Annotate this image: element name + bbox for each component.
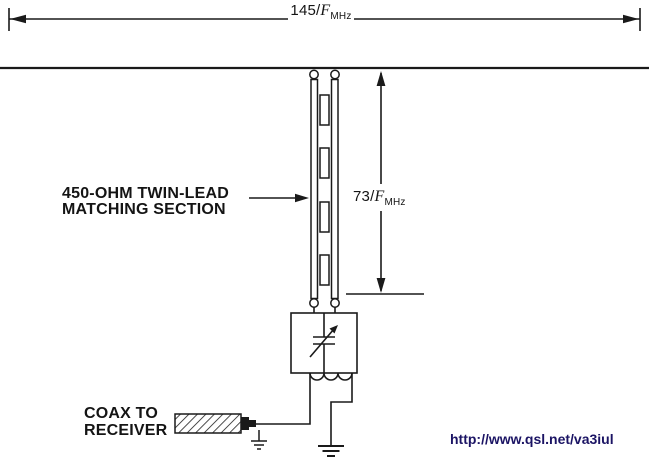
matching-length-label: 73/FMHz — [353, 188, 406, 208]
tank-circuit — [290, 307, 358, 374]
coax-connector — [241, 417, 249, 430]
matching-section-label-line1: 450-OHM TWIN-LEAD — [62, 185, 229, 202]
frequency-unit-subscript: MHz — [384, 197, 406, 208]
frequency-variable: F — [320, 2, 331, 19]
coax-label-line2: RECEIVER — [84, 422, 168, 439]
ground-symbol-main — [318, 445, 344, 457]
ladder-window — [319, 254, 330, 286]
variable-capacitor — [309, 313, 338, 373]
coax-connector-tip — [249, 420, 256, 427]
stub-dimension — [346, 71, 424, 295]
ladder-window — [319, 94, 330, 126]
coax-body — [174, 413, 242, 434]
capacitor-arrowhead-icon — [329, 325, 338, 334]
frequency-variable: F — [374, 188, 385, 205]
overall-length-value: 145/ — [290, 2, 321, 19]
output-wiring — [256, 373, 353, 445]
coax-label-line1: COAX TO — [84, 405, 159, 422]
coax-label: COAX TO RECEIVER — [84, 405, 167, 439]
overall-length-label: 145/FMHz — [288, 2, 354, 22]
ladder-window — [319, 147, 330, 179]
up-arrowhead-icon — [376, 71, 386, 86]
top-dimension — [8, 8, 641, 31]
left-arrowhead-icon — [10, 14, 26, 24]
matching-length-value: 73/ — [353, 188, 375, 205]
ladder-window — [319, 201, 330, 233]
pointer-arrowhead-icon — [295, 193, 309, 203]
feedpoint-terminals — [309, 69, 340, 308]
coax-cable — [174, 413, 256, 434]
down-arrowhead-icon — [376, 278, 386, 293]
matching-section-label: 450-OHM TWIN-LEAD MATCHING SECTION — [62, 186, 229, 218]
matching-section-pointer — [249, 193, 309, 203]
ground-symbol-coax — [251, 430, 267, 450]
watermark-url: http://www.qsl.net/va3iul — [450, 431, 614, 447]
twin-lead-ladder — [310, 78, 339, 300]
matching-section-label-line2: MATCHING SECTION — [62, 201, 226, 218]
right-arrowhead-icon — [623, 14, 639, 24]
link-coil — [309, 372, 353, 381]
frequency-unit-subscript: MHz — [330, 11, 352, 22]
